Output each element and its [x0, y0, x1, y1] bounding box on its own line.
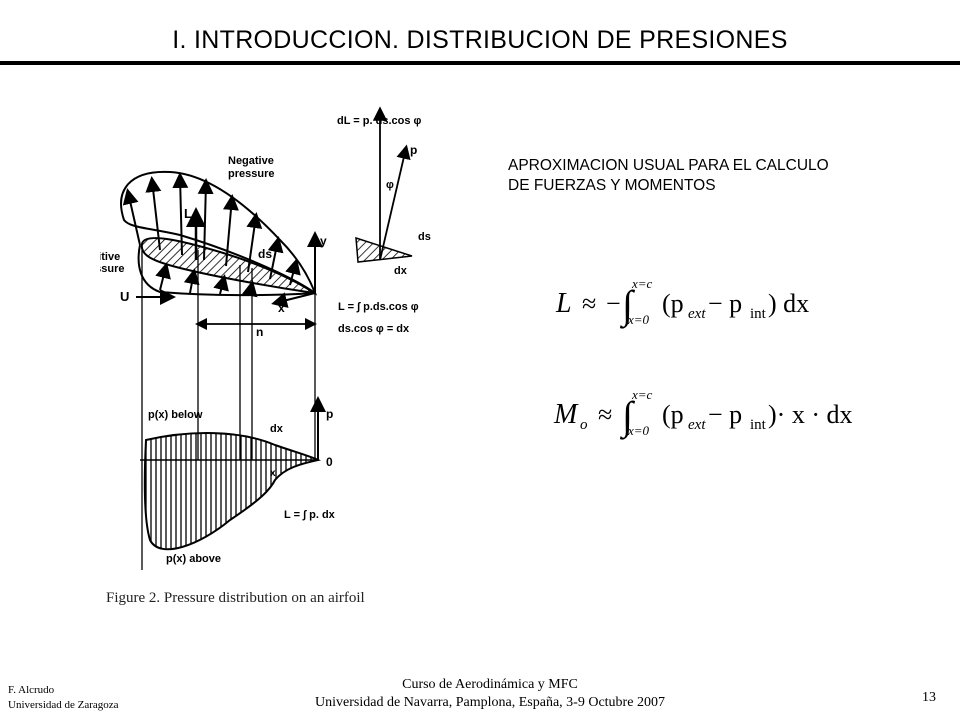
label-positive-2: pressure — [100, 263, 124, 275]
eq-lift-approx: ≈ — [582, 289, 596, 318]
x-axis — [271, 292, 316, 308]
label-ds-small: ds — [418, 231, 431, 243]
label-phi: φ — [386, 179, 394, 191]
footer-author-block: F. Alcrudo Universidad de Zaragoza — [8, 683, 119, 713]
footer-university: Universidad de Zaragoza — [8, 699, 119, 711]
footer-course-block: Curso de Aerodinámica y MFC Universidad … — [240, 676, 740, 712]
figure-caption: Figure 2. Pressure distribution on an ai… — [106, 590, 365, 606]
eq-moment-integral: ∫ — [619, 393, 636, 440]
eq-lift-upper: x=c — [631, 276, 653, 291]
label-dL-eq: dL = p. ds.cos φ — [337, 115, 422, 127]
eq-lift-body: (p — [662, 289, 684, 318]
eq-lift-end: ) dx — [768, 289, 809, 318]
pressure-arrows — [122, 172, 301, 298]
label-dx-small: dx — [394, 265, 408, 277]
eq-moment-approx: ≈ — [598, 400, 612, 429]
eq-lift-sub2: int — [750, 306, 767, 322]
footer-author: F. Alcrudo — [8, 684, 55, 696]
label-negative-1: Negative — [228, 155, 274, 167]
label-p-above: p(x) above — [166, 553, 221, 565]
eq-moment-sub1: ext — [688, 417, 706, 433]
eq-moment-lower: x=0 — [627, 423, 650, 438]
pressure-distribution-figure: Negative pressure Positive pressure L U … — [100, 106, 431, 606]
eq-lift-lhs: L — [555, 288, 572, 319]
note-line-1: APROXIMACION USUAL PARA EL CALCULO — [508, 157, 829, 174]
eq-moment-upper: x=c — [631, 387, 653, 402]
lift-equation: L ≈ − ∫ x=c x=0 (p ext − p int ) dx — [555, 276, 809, 329]
page-number: 13 — [922, 690, 936, 705]
label-L-pdx: L = ∫ p. dx — [284, 509, 336, 521]
footer-venue: Universidad de Navarra, Pamplona, España… — [315, 695, 665, 710]
title-divider — [0, 61, 960, 65]
negative-pressure-envelope — [120, 170, 318, 296]
slide-title: I. INTRODUCCION. DISTRIBUCION DE PRESION… — [172, 26, 788, 54]
moment-equation: M o ≈ ∫ x=c x=0 (p ext − p int )· x · dx — [553, 387, 852, 440]
label-L-int: L = ∫ p.ds.cos φ — [338, 301, 419, 313]
label-p: p — [410, 143, 417, 157]
label-positive-1: Positive — [100, 251, 120, 263]
eq-lift-sub1: ext — [688, 306, 706, 322]
eq-moment-sub2: int — [750, 417, 767, 433]
label-y: y — [320, 234, 327, 248]
label-zero: 0 — [326, 455, 333, 469]
eq-moment-body: (p — [662, 400, 684, 429]
note-line-2: DE FUERZAS Y MOMENTOS — [508, 177, 716, 194]
label-freestream: U — [120, 289, 129, 304]
eq-lift-mid: − p — [708, 289, 742, 318]
label-lift: L — [184, 206, 192, 221]
label-p-below: p(x) below — [148, 409, 203, 421]
eq-moment-lhs-sub: o — [580, 417, 588, 433]
eq-lift-lower: x=0 — [627, 312, 650, 327]
eq-moment-end: )· x · dx — [768, 400, 852, 429]
approximation-note: APROXIMACION USUAL PARA EL CALCULO DE FU… — [508, 156, 928, 196]
eq-moment-lhs: M — [553, 399, 579, 430]
label-p-lower: p — [326, 407, 333, 421]
label-n: n — [256, 325, 263, 339]
label-ds-cos: ds.cos φ = dx — [338, 323, 410, 335]
eq-moment-mid: − p — [708, 400, 742, 429]
label-negative-2: pressure — [228, 168, 274, 180]
label-ds: ds — [258, 247, 272, 261]
chordwise-pressure-plot — [143, 432, 321, 551]
eq-lift-integral: ∫ — [619, 282, 636, 329]
label-dx-lower: dx — [270, 423, 284, 435]
label-x-lower: x — [270, 468, 276, 479]
eq-lift-minus: − — [606, 289, 621, 318]
label-x: x — [278, 301, 285, 315]
footer-course: Curso de Aerodinámica y MFC — [402, 677, 578, 692]
